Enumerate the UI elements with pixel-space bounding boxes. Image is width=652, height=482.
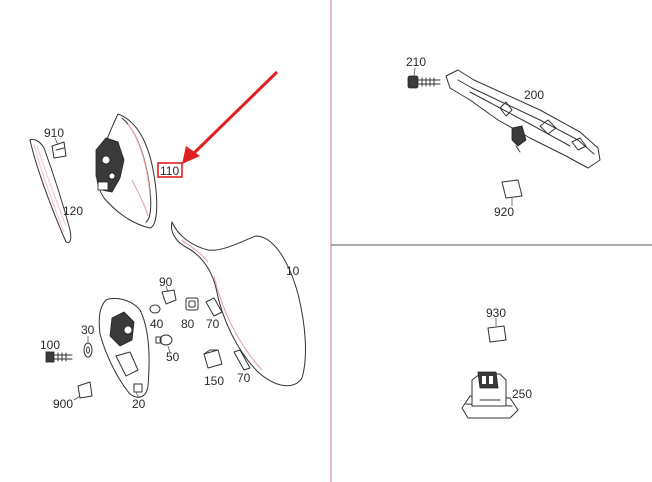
label-250: 250 — [512, 387, 532, 401]
label-120: 120 — [63, 204, 83, 218]
arm-200[interactable] — [445, 69, 601, 169]
label-30: 30 — [81, 323, 95, 337]
mirror-base-20[interactable] — [98, 297, 150, 398]
grommet-80[interactable] — [185, 297, 199, 311]
seal-70-lower[interactable] — [233, 349, 251, 371]
label-930: 930 — [486, 306, 506, 320]
top-right-panel: 210 200 920 — [406, 55, 601, 219]
label-70b: 70 — [237, 371, 251, 385]
red-arrow-head — [182, 146, 200, 164]
leader-50 — [167, 345, 171, 353]
switch-250[interactable] — [461, 371, 519, 419]
part-90[interactable] — [161, 289, 177, 305]
highlight-110[interactable] — [157, 70, 279, 178]
block-150[interactable] — [203, 349, 223, 369]
bulb-50[interactable] — [155, 334, 173, 346]
seal-70-upper[interactable] — [205, 297, 223, 317]
label-50: 50 — [166, 350, 180, 364]
label-80: 80 — [181, 317, 195, 331]
label-10: 10 — [286, 264, 300, 278]
label-110: 110 — [160, 164, 179, 178]
leader-90 — [165, 285, 169, 293]
clip-930[interactable] — [487, 325, 507, 343]
label-150: 150 — [204, 374, 224, 388]
bottom-right-panel: 930 250 — [461, 306, 532, 419]
mirror-glass-120[interactable] — [29, 138, 72, 243]
leader-900 — [73, 395, 81, 401]
mirror-housing[interactable] — [95, 113, 158, 229]
clip-910[interactable] — [51, 141, 67, 159]
leader-910 — [54, 137, 59, 146]
label-20: 20 — [132, 397, 146, 411]
label-210: 210 — [406, 55, 426, 69]
clip-920[interactable] — [501, 179, 523, 199]
leader-20 — [135, 391, 140, 399]
washer-30[interactable] — [83, 342, 93, 358]
label-90: 90 — [159, 275, 173, 289]
red-arrow-shaft — [190, 70, 279, 157]
panel-dividers — [330, 0, 652, 482]
left-panel: 910 120 110 10 90 40 80 70 30 100 50 150… — [29, 70, 306, 411]
leader-210 — [413, 67, 416, 77]
bulb-40[interactable] — [149, 304, 161, 314]
label-100: 100 — [40, 338, 60, 352]
clip-900[interactable] — [77, 381, 93, 399]
label-900: 900 — [53, 397, 73, 411]
label-40: 40 — [150, 317, 164, 331]
screw-210[interactable] — [407, 75, 441, 89]
label-70a: 70 — [206, 317, 220, 331]
label-200: 200 — [524, 88, 544, 102]
mirror-cover-10[interactable] — [171, 221, 306, 387]
label-920: 920 — [494, 205, 514, 219]
screw-100[interactable] — [45, 351, 73, 363]
label-910: 910 — [44, 126, 64, 140]
highlight-box-110 — [157, 162, 183, 178]
